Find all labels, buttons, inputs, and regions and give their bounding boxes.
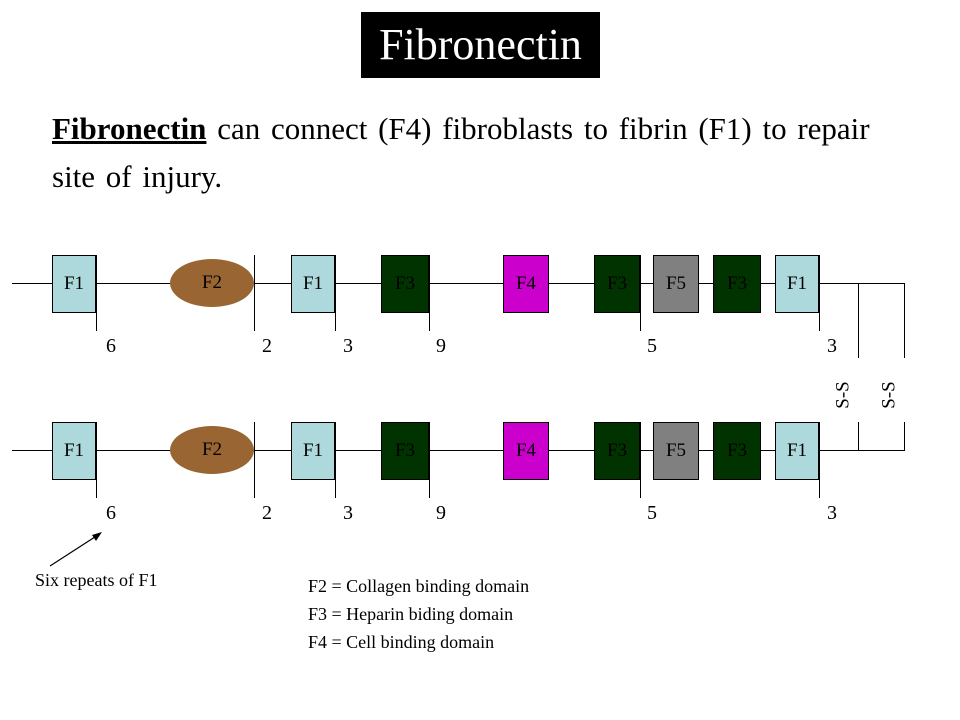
- domain-f1: F1: [775, 422, 819, 480]
- strand-line: [12, 450, 905, 451]
- repeat-tick: [335, 422, 336, 498]
- repeat-count: 6: [106, 335, 116, 357]
- repeat-tick: [429, 255, 430, 331]
- legend-item: F2 = Collagen binding domain: [308, 576, 530, 596]
- repeat-count: 3: [827, 335, 837, 357]
- repeat-tick: [819, 255, 820, 331]
- domain-f5: F5: [653, 422, 699, 480]
- repeat-count: 2: [262, 335, 272, 357]
- repeat-tick: [96, 422, 97, 498]
- slide-title: Fibronectin: [361, 12, 600, 78]
- strand-line: [12, 283, 905, 284]
- repeat-count: 5: [647, 335, 657, 357]
- repeat-count: 5: [647, 502, 657, 524]
- domain-f1: F1: [291, 255, 335, 313]
- repeat-tick: [254, 255, 255, 331]
- domain-f3: F3: [713, 255, 761, 313]
- repeat-tick: [819, 422, 820, 498]
- legend-item: F4 = Cell binding domain: [308, 632, 495, 652]
- disulfide-stub: [858, 422, 859, 450]
- disulfide-stub: [904, 422, 905, 450]
- domain-legend: F2 = Collagen binding domain F3 = Hepari…: [308, 572, 529, 656]
- repeat-count: 9: [436, 335, 446, 357]
- domain-f4: F4: [503, 422, 549, 480]
- legend-item: F3 = Heparin biding domain: [308, 604, 514, 624]
- repeats-caption: Six repeats of F1: [35, 570, 158, 590]
- intro-body: can connect (F4) fibroblasts to fibrin (…: [52, 111, 870, 194]
- intro-emphasis: Fibronectin: [52, 111, 207, 146]
- repeat-count: 9: [436, 502, 446, 524]
- intro-text: Fibronectin can connect (F4) fibroblasts…: [52, 105, 892, 201]
- domain-f3: F3: [594, 422, 640, 480]
- domain-f3: F3: [594, 255, 640, 313]
- disulfide-stub: [904, 283, 905, 358]
- repeat-count: 3: [343, 335, 353, 357]
- domain-f5: F5: [653, 255, 699, 313]
- repeat-count: 2: [262, 502, 272, 524]
- domain-f2: F2: [170, 426, 254, 474]
- repeat-count: 3: [343, 502, 353, 524]
- domain-f1: F1: [291, 422, 335, 480]
- repeat-tick: [96, 255, 97, 331]
- domain-f1: F1: [52, 422, 96, 480]
- repeat-tick: [335, 255, 336, 331]
- domain-f1: F1: [52, 255, 96, 313]
- domain-f1: F1: [775, 255, 819, 313]
- repeat-tick: [429, 422, 430, 498]
- disulfide-stub: [858, 283, 859, 358]
- domain-f2: F2: [170, 259, 254, 307]
- repeat-tick: [640, 255, 641, 331]
- repeat-count: 3: [827, 502, 837, 524]
- domain-f3: F3: [381, 255, 429, 313]
- repeat-count: 6: [106, 502, 116, 524]
- repeat-tick: [640, 422, 641, 498]
- repeat-tick: [254, 422, 255, 498]
- domain-f3: F3: [713, 422, 761, 480]
- domain-f3: F3: [381, 422, 429, 480]
- domain-f4: F4: [503, 255, 549, 313]
